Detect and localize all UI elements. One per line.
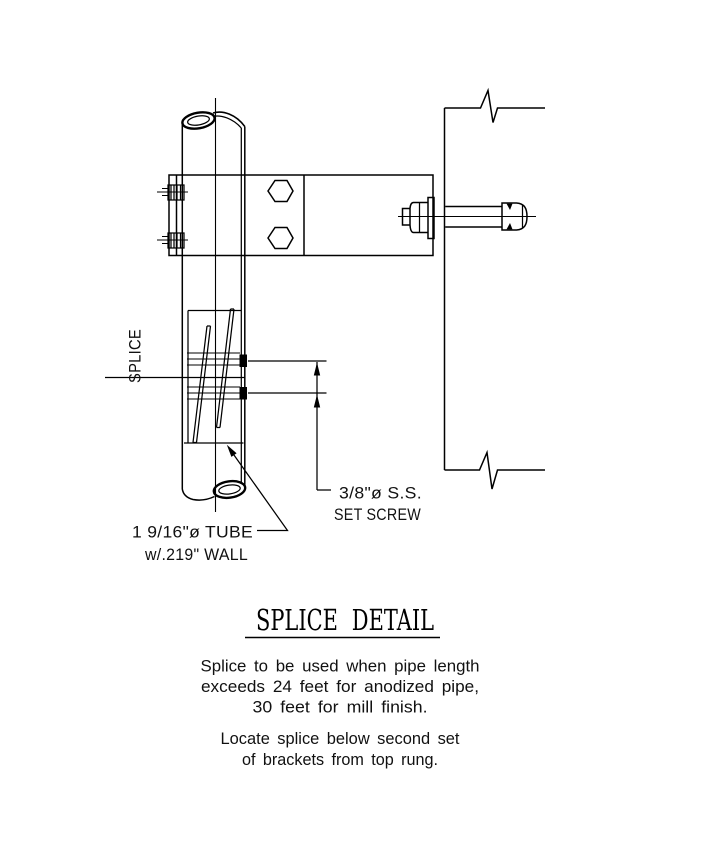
tube-note-line1: 1 9/16"ø TUBE <box>132 523 253 542</box>
wall-post <box>443 87 545 490</box>
set-screw-note-line1: 3/8"ø S.S. <box>339 484 422 503</box>
mounting-bracket <box>157 174 434 257</box>
through-bolt <box>398 196 536 240</box>
note-line: of brackets from top rung. <box>242 750 438 769</box>
note-line: 30 feet for mill finish. <box>253 698 428 717</box>
hex-bolt-icon <box>267 226 294 250</box>
break-line <box>444 449 545 490</box>
clamp-screw <box>157 184 188 201</box>
splice-joint <box>105 308 247 444</box>
drawing-title: SPLICE DETAIL <box>256 603 434 637</box>
set-screw <box>239 354 247 367</box>
set-screw-note-line2: SET SCREW <box>334 505 421 524</box>
arrow-up-icon <box>313 362 321 376</box>
arrow-up-icon <box>313 394 321 408</box>
note-line: Locate splice below second set <box>221 729 460 748</box>
note-line: exceeds 24 feet for anodized pipe, <box>201 677 479 696</box>
set-screw-leader <box>248 360 331 491</box>
arrow-icon <box>226 444 237 457</box>
clamp-screw <box>157 232 188 249</box>
tube <box>181 98 247 512</box>
notes: Splice to be used when pipe length excee… <box>201 657 480 770</box>
splice-label: SPLICE <box>126 329 145 383</box>
note-line: Splice to be used when pipe length <box>201 657 480 676</box>
hex-bolt-icon <box>267 179 294 203</box>
tube-note-line2: w/.219" WALL <box>144 545 248 564</box>
break-line <box>444 87 545 123</box>
tube-leader <box>226 444 289 532</box>
set-screw <box>239 387 247 400</box>
